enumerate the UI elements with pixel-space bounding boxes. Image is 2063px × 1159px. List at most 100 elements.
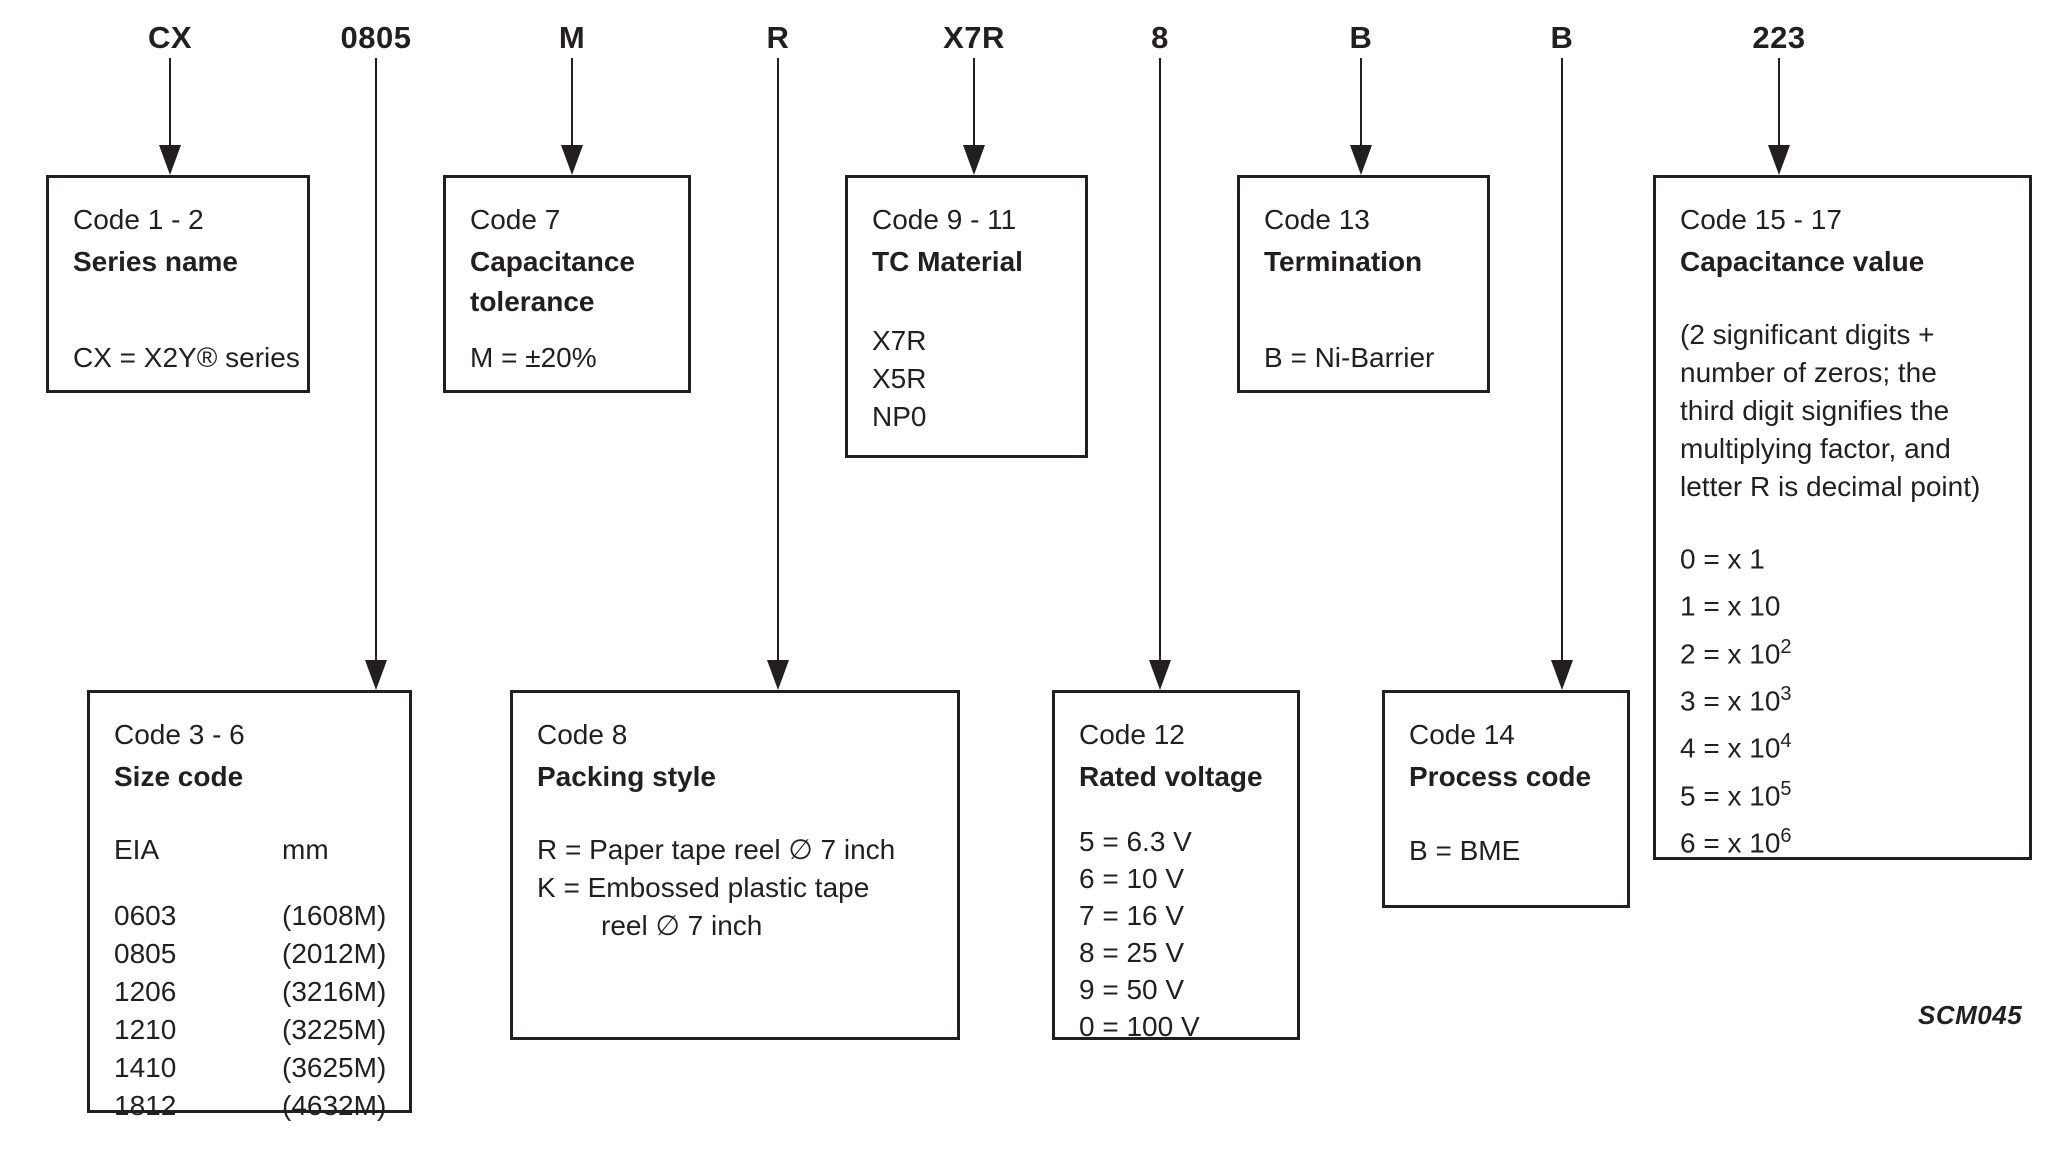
packing-style-box: Code 8 Packing style R = Paper tape reel… <box>510 690 960 1040</box>
arrow-head-cx-icon <box>159 145 181 175</box>
part-code-label-x7r: X7R <box>943 20 1005 55</box>
note-line: number of zeros; the <box>1680 357 1937 388</box>
box-title: Termination <box>1264 246 1423 277</box>
packing-option: K = Embossed plastic tape <box>537 872 870 903</box>
size-eia: 0805 <box>114 938 177 969</box>
size-mm: (2012M) <box>282 938 387 969</box>
box-title: Capacitance tolerance <box>470 246 635 317</box>
code-range: Code 8 <box>537 719 628 750</box>
size-mm: (1608M) <box>282 900 387 931</box>
arrow-head-r-icon <box>767 660 789 690</box>
voltage-option: 8 = 25 V <box>1079 937 1185 968</box>
voltage-option: 6 = 10 V <box>1079 863 1185 894</box>
multiplier-row: 5 = x 105 <box>1680 777 1792 811</box>
arrow-line-0805 <box>375 58 377 661</box>
code-range: Code 12 <box>1079 719 1185 750</box>
arrow-head-b1-icon <box>1350 145 1372 175</box>
size-eia: 1210 <box>114 1014 177 1045</box>
arrow-line-8 <box>1159 58 1161 661</box>
arrow-line-x7r <box>973 58 975 146</box>
size-code-box: Code 3 - 6 Size code EIA mm 0603 (1608M)… <box>87 690 412 1121</box>
box-title: Size code <box>114 761 244 792</box>
arrow-line-cx <box>169 58 171 146</box>
process-code-box: Code 14 Process code B = BME <box>1382 690 1630 908</box>
series-name-box: Code 1 - 2 Series name CX = X2Y® series <box>46 175 310 393</box>
box-title: Series name <box>73 246 238 277</box>
code-value: B = Ni-Barrier <box>1264 342 1435 373</box>
code-range: Code 13 <box>1264 204 1370 235</box>
note-line: letter R is decimal point) <box>1680 471 1981 502</box>
box-title: Process code <box>1409 761 1592 792</box>
arrow-line-223 <box>1778 58 1780 146</box>
part-code-label-cx: CX <box>147 20 193 55</box>
multiplier-row: 0 = x 1 <box>1680 543 1765 575</box>
size-eia: 0603 <box>114 900 177 931</box>
capacitance-note: (2 significant digits + number of zeros;… <box>1680 316 2013 506</box>
capacitance-value-box: Code 15 - 17 Capacitance value (2 signif… <box>1653 175 2032 860</box>
part-code-label-8: 8 <box>1151 20 1169 55</box>
box-title: Capacitance value <box>1680 246 1925 277</box>
size-eia: 1812 <box>114 1090 177 1121</box>
code-value: M = ±20% <box>470 342 597 373</box>
voltage-option: 7 = 16 V <box>1079 900 1185 931</box>
termination-box: Code 13 Termination B = Ni-Barrier <box>1237 175 1490 393</box>
arrow-head-b2-icon <box>1551 660 1573 690</box>
capacitance-tolerance-box: Code 7 Capacitance tolerance M = ±20% <box>443 175 691 393</box>
size-table-rows: 0603 (1608M) 0805 (2012M) 1206 (3216M) 1… <box>114 897 393 1125</box>
size-col-eia: EIA <box>114 834 160 865</box>
tc-material-option: X5R <box>872 363 927 394</box>
note-line: third digit signifies the <box>1680 395 1950 426</box>
code-range: Code 1 - 2 <box>73 204 204 235</box>
part-code-label-b2: B <box>1550 20 1574 55</box>
voltage-option: 5 = 6.3 V <box>1079 826 1192 857</box>
size-eia: 1206 <box>114 976 177 1007</box>
size-col-mm: mm <box>282 834 329 865</box>
tc-material-option: NP0 <box>872 401 927 432</box>
arrow-line-b2 <box>1561 58 1563 661</box>
box-title: Packing style <box>537 761 716 792</box>
part-code-label-b1: B <box>1349 20 1373 55</box>
size-table-header: EIA mm <box>114 831 393 869</box>
arrow-line-m <box>571 58 573 146</box>
rated-voltage-box: Code 12 Rated voltage 5 = 6.3 V 6 = 10 V… <box>1052 690 1300 1042</box>
part-code-label-0805: 0805 <box>340 20 412 55</box>
box-title: Rated voltage <box>1079 761 1263 792</box>
box-title: TC Material <box>872 246 1023 277</box>
multiplier-row: 2 = x 102 <box>1680 635 1792 669</box>
arrow-head-223-icon <box>1768 145 1790 175</box>
tc-material-option: X7R <box>872 325 927 356</box>
code-value: B = BME <box>1409 835 1521 866</box>
arrow-head-m-icon <box>561 145 583 175</box>
arrow-line-b1 <box>1360 58 1362 146</box>
note-line: multiplying factor, and <box>1680 433 1951 464</box>
tc-material-box: Code 9 - 11 TC Material X7R X5R NP0 <box>845 175 1088 458</box>
code-range: Code 9 - 11 <box>872 204 1017 235</box>
code-range: Code 7 <box>470 204 561 235</box>
code-value: CX = X2Y® series <box>73 342 300 373</box>
code-range: Code 15 - 17 <box>1680 204 1842 235</box>
arrow-head-x7r-icon <box>963 145 985 175</box>
part-code-label-r: R <box>766 20 790 55</box>
multiplier-row: 6 = x 106 <box>1680 824 1792 859</box>
part-code-label-223: 223 <box>1752 20 1806 55</box>
packing-option-cont: reel ∅ 7 inch <box>601 910 763 941</box>
size-eia: 1410 <box>114 1052 177 1083</box>
figure-reference: SCM045 <box>1918 1000 2023 1030</box>
size-mm: (4632M) <box>282 1090 387 1121</box>
part-code-label-m: M <box>558 20 586 55</box>
multiplier-row: 4 = x 104 <box>1680 730 1792 764</box>
voltage-option: 9 = 50 V <box>1079 974 1185 1005</box>
arrow-line-r <box>777 58 779 661</box>
size-mm: (3625M) <box>282 1052 387 1083</box>
voltage-option: 0 = 100 V <box>1079 1011 1200 1042</box>
packing-option: R = Paper tape reel ∅ 7 inch <box>537 834 896 865</box>
code-range: Code 14 <box>1409 719 1515 750</box>
note-line: (2 significant digits + <box>1680 319 1935 350</box>
arrow-head-8-icon <box>1149 660 1171 690</box>
code-range: Code 3 - 6 <box>114 719 245 750</box>
multiplier-row: 1 = x 10 <box>1680 590 1781 622</box>
size-mm: (3216M) <box>282 976 387 1007</box>
arrow-head-0805-icon <box>365 660 387 690</box>
multiplier-row: 3 = x 103 <box>1680 682 1792 717</box>
